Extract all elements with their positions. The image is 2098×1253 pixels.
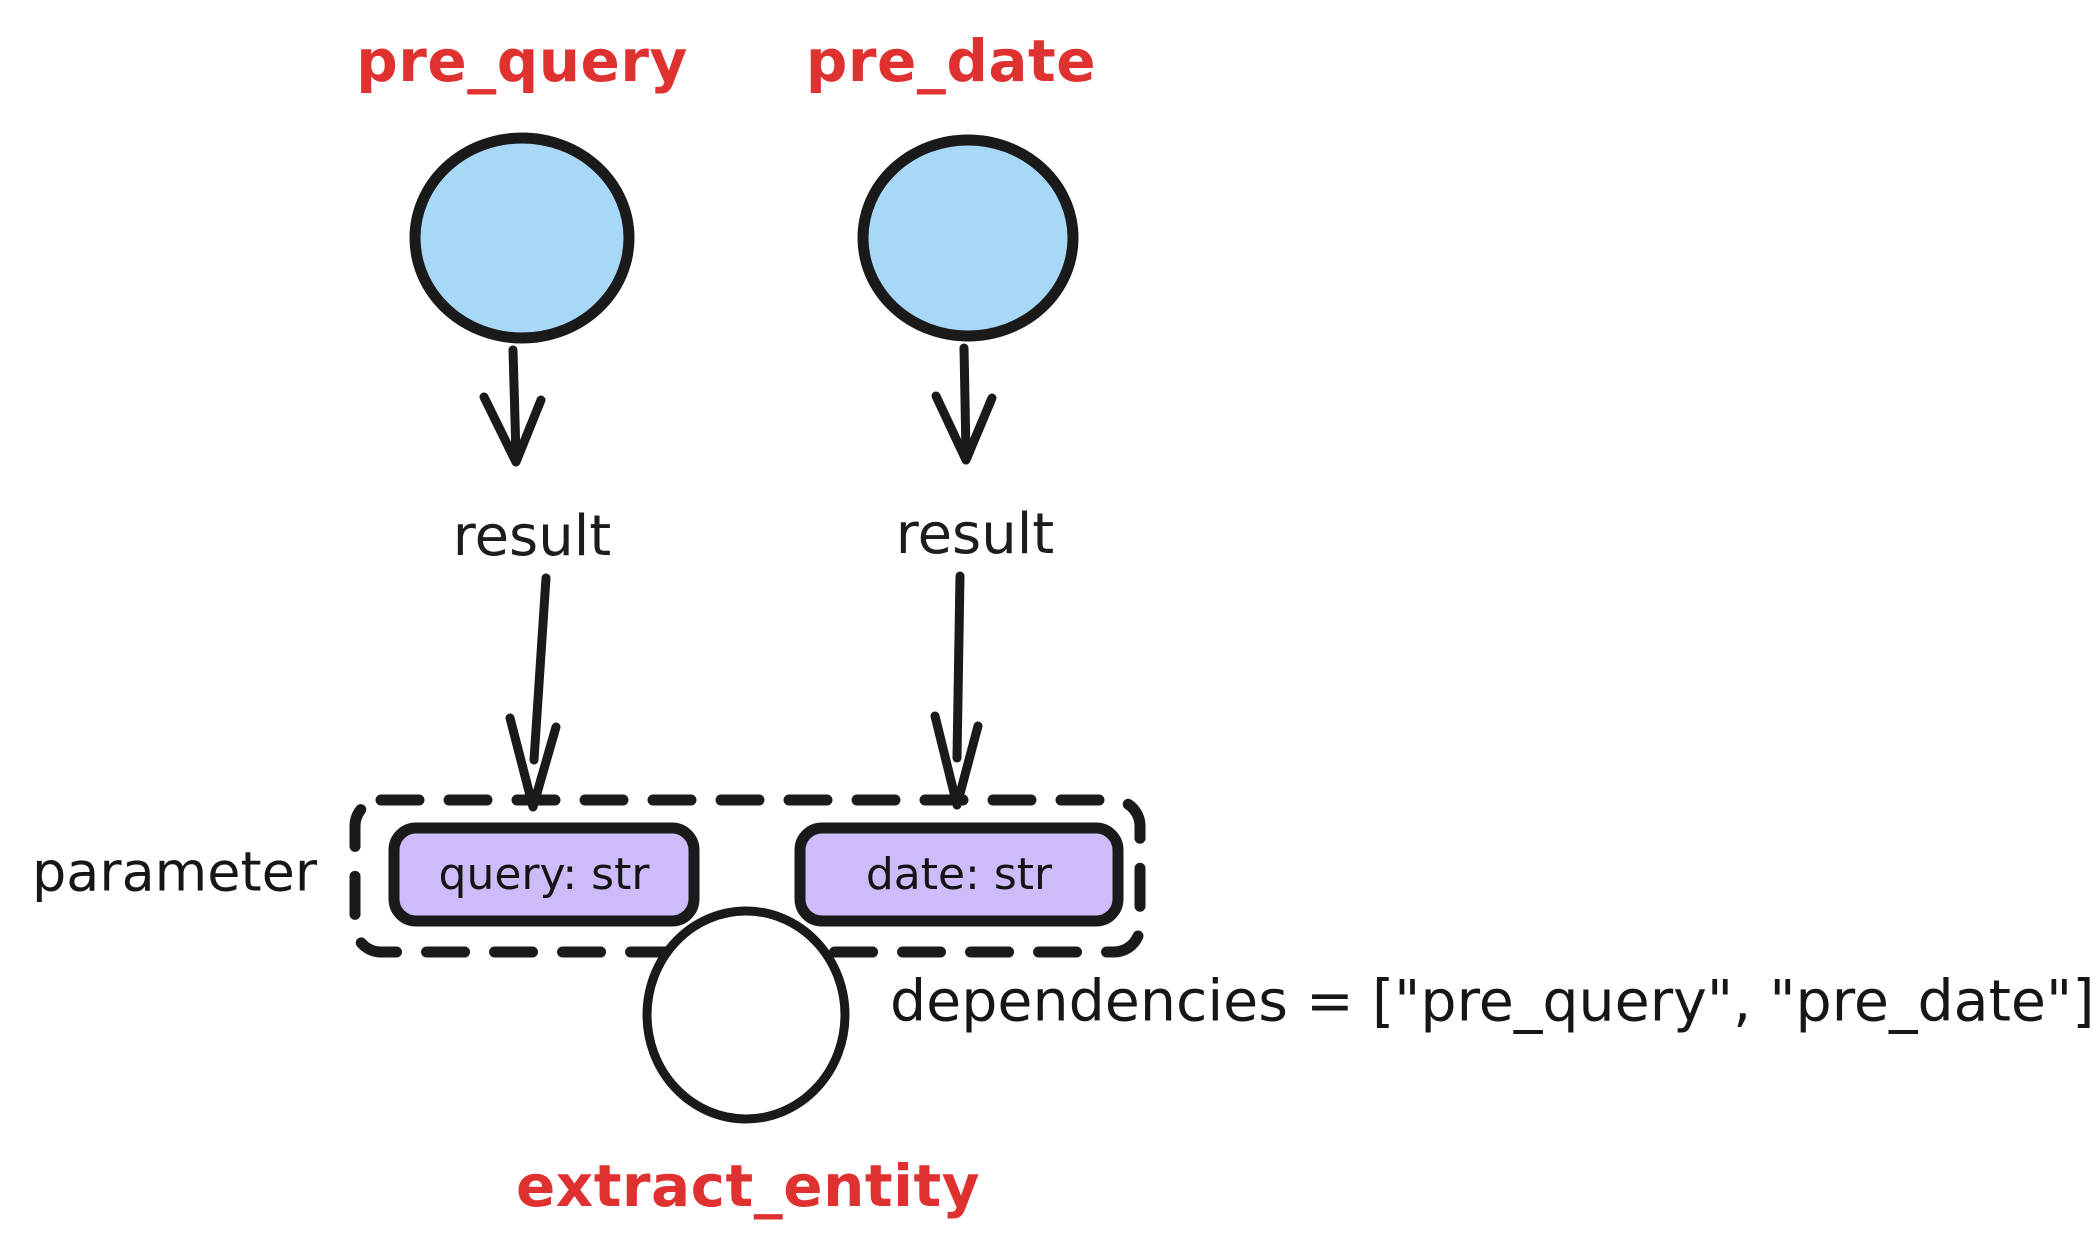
node-extract-entity-circle[interactable] — [642, 906, 850, 1124]
dependencies-annotation: dependencies = ["pre_query", "pre_date"] — [890, 969, 2094, 1035]
parameter-group-label: parameter — [32, 841, 318, 904]
node-label-pre-query: pre_query — [356, 27, 688, 95]
arrow-pre-query-to-result — [479, 345, 546, 467]
parameter-box-query[interactable] — [388, 822, 700, 927]
node-label-pre-date: pre_date — [806, 27, 1096, 95]
node-pre-date-circle[interactable] — [857, 134, 1079, 342]
parameter-label-query: query: str — [439, 849, 651, 900]
parameter-label-date: date: str — [866, 849, 1053, 900]
arrow-result-to-date-param — [930, 571, 983, 810]
arrow-pre-date-to-result — [931, 343, 997, 465]
edge-label-result-right: result — [896, 502, 1054, 567]
edge-label-result-left: result — [453, 504, 611, 569]
parameter-box-date[interactable] — [794, 822, 1124, 927]
node-pre-query-circle[interactable] — [409, 132, 635, 344]
parameter-group-container — [349, 794, 1146, 958]
arrow-result-to-query-param — [505, 573, 561, 812]
node-label-extract-entity: extract_entity — [516, 1152, 980, 1220]
